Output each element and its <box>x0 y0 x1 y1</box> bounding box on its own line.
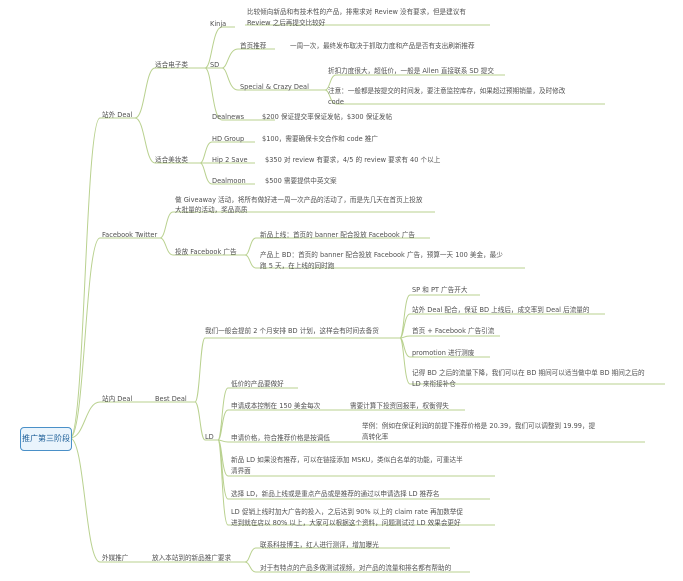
node-ld[interactable]: LD <box>205 433 214 441</box>
connector-dealmoon <box>199 162 255 185</box>
node-sd-first[interactable]: 首页推荐 <box>240 42 267 50</box>
hd-group-desc: $100，需要确保卡交合作和 code 推广 <box>262 135 378 143</box>
node-hip2save[interactable]: Hip 2 Save <box>212 156 248 164</box>
node-external[interactable]: 外媒推广 <box>102 554 129 562</box>
connector-sd-first <box>221 48 275 69</box>
node-electronics[interactable]: 适合电子类 <box>155 61 188 69</box>
ld-item-3: 申请价格，符合推荐价格是按调低 <box>231 434 330 442</box>
special-desc-2a: 注意：一般都是按提交的时间发，要注意监控库存，如果超过预期销量，及时修改 <box>328 87 566 95</box>
bd-fb: 首页 + Facebook 广告引流 <box>412 327 495 335</box>
fb-ads-bd-line1: 产品上 BD：首页的 banner 配合投放 Facebook 广告，预算一天 … <box>260 251 503 259</box>
ld-item-4-line2: 清界面 <box>231 467 251 475</box>
root-node[interactable]: 推广第三阶段 <box>20 427 72 451</box>
ld-item-5: 选择 LD，新品上线或是重点产品或是推荐的通过以申请选择 LD 推荐名 <box>231 490 440 498</box>
node-dealnews[interactable]: Dealnews <box>212 113 245 121</box>
kinja-desc-line2: Review 之后再提交比较好 <box>247 19 326 27</box>
bd-note-line1: 记得 BD 之后的流量下降，我们可以在 BD 期间可以适当做中单 BD 期间之后… <box>412 369 645 377</box>
node-fb-ads[interactable]: 投放 Facebook 广告 <box>175 248 237 256</box>
fb-ads-bd-line2: 跑 5 天，在上线的同时跑 <box>260 262 335 270</box>
fb-giveaway-line2: 大批量的活动，奖品高质 <box>175 206 248 214</box>
ld-item-6-line2: 进到就在店以 80% 以上，大家可以根据这个资料，问题测试过 LD 效果会更好 <box>231 519 461 527</box>
ld-item-4-line1: 新品 LD 如果没有推荐，可以在链接添加 MSKU，类似白名单的功能，可重达半 <box>231 456 463 464</box>
fb-ads-new: 新品上线：首页的 banner 配合投放 Facebook 广告 <box>260 231 416 239</box>
special-desc-1: 折扣力度很大，超低价，一般是 Allen 直接联系 SD 提交 <box>328 67 494 75</box>
connector-hd <box>199 141 255 164</box>
connector-kinja <box>204 26 235 69</box>
kinja-desc-line1: 比较倾向新品和有技术性的产品，排需求对 Review 没有要求，但是建议有 <box>247 8 466 16</box>
special-desc-2b: code <box>328 98 344 106</box>
connector-overseas-deal <box>69 117 135 439</box>
bd-promo: promotion 进行测废 <box>412 349 475 357</box>
connector-facebook <box>69 237 160 439</box>
node-special-crazy[interactable]: Special & Crazy Deal <box>240 83 309 91</box>
ld-item-6-line1: LD 促销上线时加大广告的投入，之后达到 90% 以上的 claim rate … <box>231 508 463 516</box>
bd-note-line2: LD 来衔接补仓 <box>412 380 456 388</box>
node-dealmoon[interactable]: Dealmoon <box>212 177 246 185</box>
node-overseas-deal[interactable]: 站外 Deal <box>102 111 133 119</box>
connector-electronics <box>134 67 205 119</box>
dealnews-desc: $200 保证提交率保证发帖，$300 保证发帖 <box>262 113 393 121</box>
node-external-sub[interactable]: 放入本站到的新品推广要求 <box>152 554 232 562</box>
fb-giveaway-line1[interactable]: 做 Giveaway 活动，将所有做好进一周一次产品的活动了，而是先几天在首页上… <box>175 196 423 204</box>
node-onsite-deal[interactable]: 站内 Deal <box>102 395 133 403</box>
node-sd[interactable]: SD <box>210 61 220 69</box>
node-beauty[interactable]: 适合美妆类 <box>155 156 188 164</box>
bd-offsite: 站外 Deal 配合，保证 BD 上线后，成交率到 Deal 后流量的 <box>412 306 590 314</box>
sd-first-desc: 一周一次，最终发布取决于抓取力度和产品是否有支出刷新推荐 <box>290 42 475 50</box>
hip2save-desc: $350 对 review 有要求，4/5 的 review 要求有 40 个以… <box>265 156 441 164</box>
ld-item-3-desc-line2: 高转化率 <box>362 433 389 441</box>
node-facebook[interactable]: Facebook Twitter <box>102 231 158 239</box>
connector-dealnews <box>204 67 275 121</box>
ext-item-1: 联系科技博主，红人进行测评，增加曝光 <box>260 541 379 549</box>
ld-item-3-desc-line1: 举例：例如在保证利润的前提下推荐价格是 20.39，我们可以调整到 19.99，… <box>362 422 596 430</box>
connector-special <box>221 67 325 91</box>
ld-item-2-desc: 需要计算下投资回报率，权衡得失 <box>350 402 449 410</box>
dealmoon-desc: $500 需要提供中英文案 <box>265 177 337 185</box>
connector-ld <box>194 401 218 441</box>
connector-external <box>69 437 135 563</box>
connector-onsite-deal <box>69 401 135 439</box>
bd-plan[interactable]: 我们一般会提前 2 个月安排 BD 计划，这样会有时间去备货 <box>205 327 379 335</box>
node-kinja[interactable]: Kinja <box>210 20 227 28</box>
ld-item-2: 申请成本控制在 150 美金每次 <box>231 402 321 410</box>
node-hd-group[interactable]: HD Group <box>212 135 245 143</box>
node-best-deal[interactable]: Best Deal <box>155 395 187 403</box>
ld-item-1: 低价的产品要做好 <box>231 380 284 388</box>
connector-beauty <box>134 117 200 164</box>
ext-item-2: 对于有特点的产品多做测试视频，对产品的流量和排名都有帮助的 <box>260 564 452 572</box>
bd-sp: SP 和 PT 广告开大 <box>412 286 468 294</box>
